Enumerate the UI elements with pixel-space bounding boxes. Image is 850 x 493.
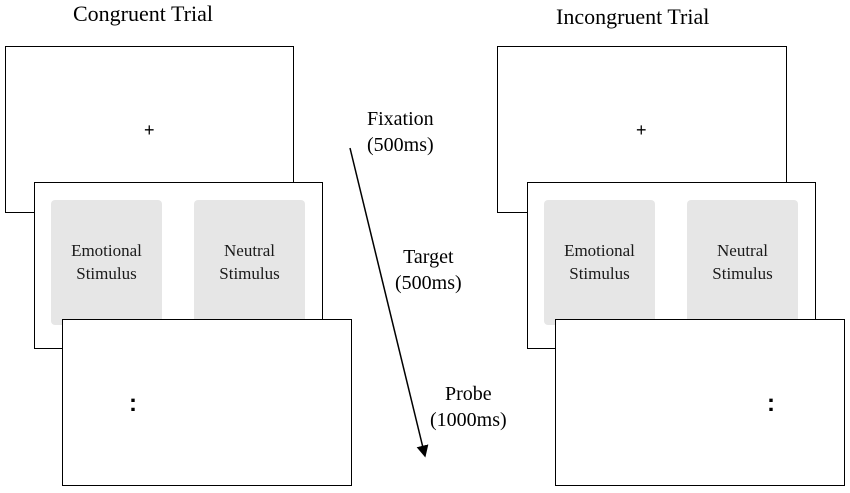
phase-name: Target bbox=[403, 246, 454, 268]
congruent-probe-screen: : bbox=[62, 319, 352, 486]
phase-duration: (500ms) bbox=[367, 134, 434, 156]
stimulus-label-line: Stimulus bbox=[569, 263, 630, 283]
fixation-cross: + bbox=[636, 120, 647, 140]
stimulus-label-line: Emotional bbox=[71, 240, 142, 260]
incongruent-neutral-stimulus: Neutral Stimulus bbox=[687, 200, 798, 325]
phase-duration: (1000ms) bbox=[430, 409, 507, 431]
stimulus-label-line: Stimulus bbox=[219, 263, 280, 283]
stimulus-label-line: Stimulus bbox=[76, 263, 137, 283]
stimulus-label-line: Emotional bbox=[564, 240, 635, 260]
stimulus-label-line: Neutral bbox=[717, 240, 768, 260]
probe-dots: : bbox=[767, 390, 775, 417]
phase-fixation: Fixation (500ms) bbox=[367, 106, 434, 158]
phase-target: Target (500ms) bbox=[395, 244, 462, 296]
congruent-trial-title: Congruent Trial bbox=[73, 1, 213, 26]
incongruent-probe-screen: : bbox=[555, 319, 845, 486]
congruent-neutral-stimulus: Neutral Stimulus bbox=[194, 200, 305, 325]
phase-duration: (500ms) bbox=[395, 272, 462, 294]
probe-dots: : bbox=[129, 390, 137, 417]
phase-name: Fixation bbox=[367, 108, 434, 130]
phase-name: Probe bbox=[445, 383, 492, 405]
timeline-arrow-line bbox=[349, 147, 429, 458]
phase-probe: Probe (1000ms) bbox=[430, 381, 507, 433]
incongruent-trial-title: Incongruent Trial bbox=[556, 4, 710, 29]
congruent-emotional-stimulus: Emotional Stimulus bbox=[51, 200, 162, 325]
stimulus-label-line: Stimulus bbox=[712, 263, 773, 283]
stimulus-label-line: Neutral bbox=[224, 240, 275, 260]
incongruent-emotional-stimulus: Emotional Stimulus bbox=[544, 200, 655, 325]
fixation-cross: + bbox=[144, 120, 155, 140]
